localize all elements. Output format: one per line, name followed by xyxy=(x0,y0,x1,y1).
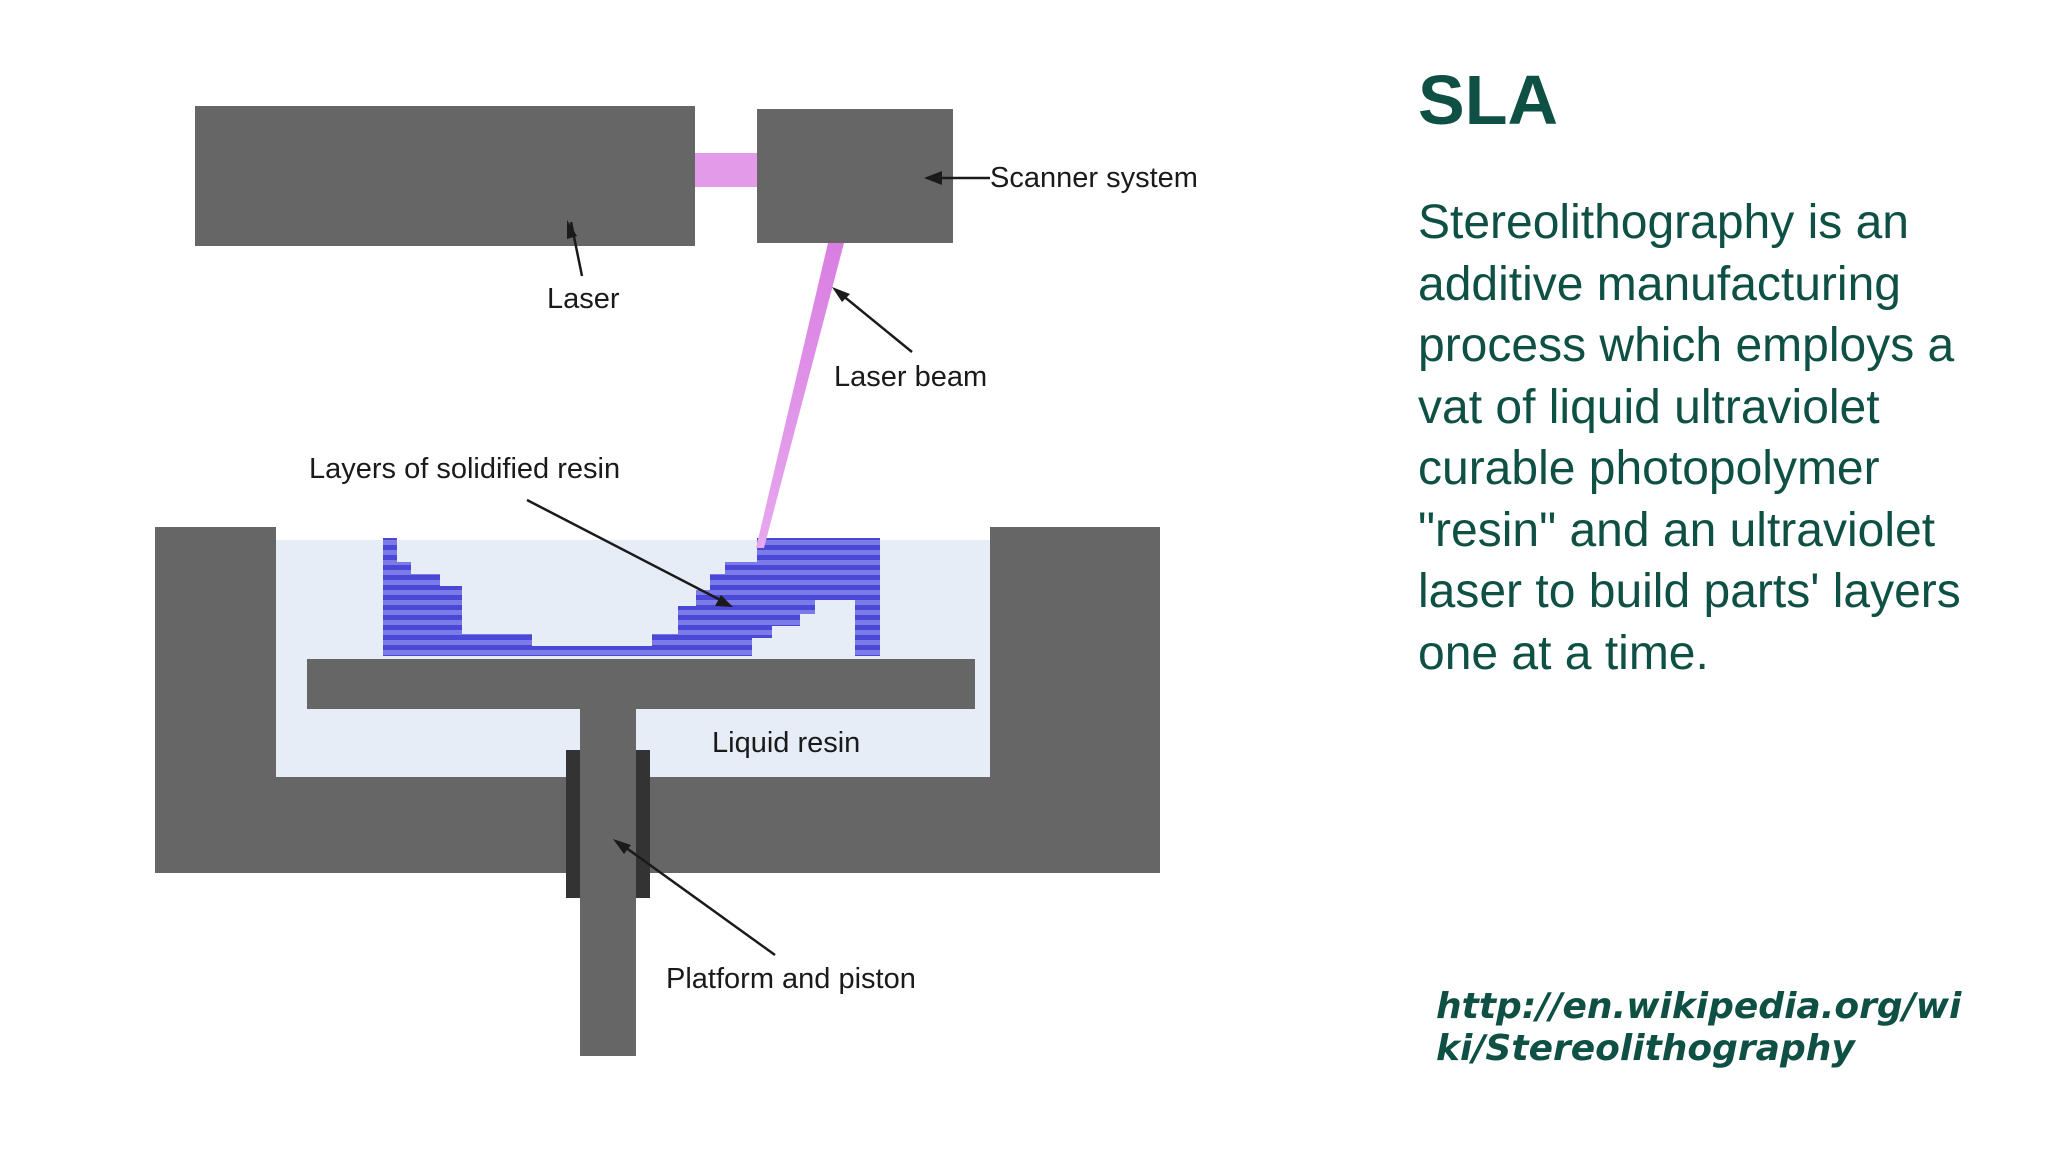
label-liquid-resin: Liquid resin xyxy=(712,727,860,759)
scanner-arrowhead xyxy=(924,171,942,185)
solidified-resin-part xyxy=(383,538,880,656)
piston-seal-right xyxy=(636,750,650,898)
label-scanner-system: Scanner system xyxy=(990,162,1198,194)
laser-beam-leader-line xyxy=(835,289,913,353)
label-platform-piston: Platform and piston xyxy=(666,963,916,995)
piston-seal-left xyxy=(566,750,580,898)
sla-diagram: Laser Scanner system Laser beam Layers o… xyxy=(155,106,1198,1056)
slide-description: Stereolithography is an additive manufac… xyxy=(1418,196,1961,680)
piston-leader-line xyxy=(617,840,776,957)
piston-arrowhead xyxy=(613,839,631,854)
label-laser-beam: Laser beam xyxy=(834,361,987,393)
laser-housing xyxy=(195,106,695,246)
label-laser: Laser xyxy=(547,283,620,315)
laser-link xyxy=(695,153,757,187)
laser-arrowhead xyxy=(567,220,577,239)
layers-leader-line xyxy=(526,498,729,606)
scanner-system xyxy=(757,109,953,243)
vat xyxy=(155,527,1160,873)
sla-diagram-svg: Laser Scanner system Laser beam Layers o… xyxy=(155,106,1198,1056)
piston-shaft xyxy=(580,709,636,1056)
layers-arrowhead xyxy=(715,595,733,607)
laser-beam xyxy=(756,243,844,548)
slide-title: SLA xyxy=(1418,61,1558,139)
label-layers: Layers of solidified resin xyxy=(309,453,620,485)
build-platform xyxy=(307,659,975,709)
source-link[interactable]: http://en.wikipedia.org/wiki/Stereolitho… xyxy=(1436,986,1962,1069)
laser-beam-arrowhead xyxy=(832,287,850,302)
